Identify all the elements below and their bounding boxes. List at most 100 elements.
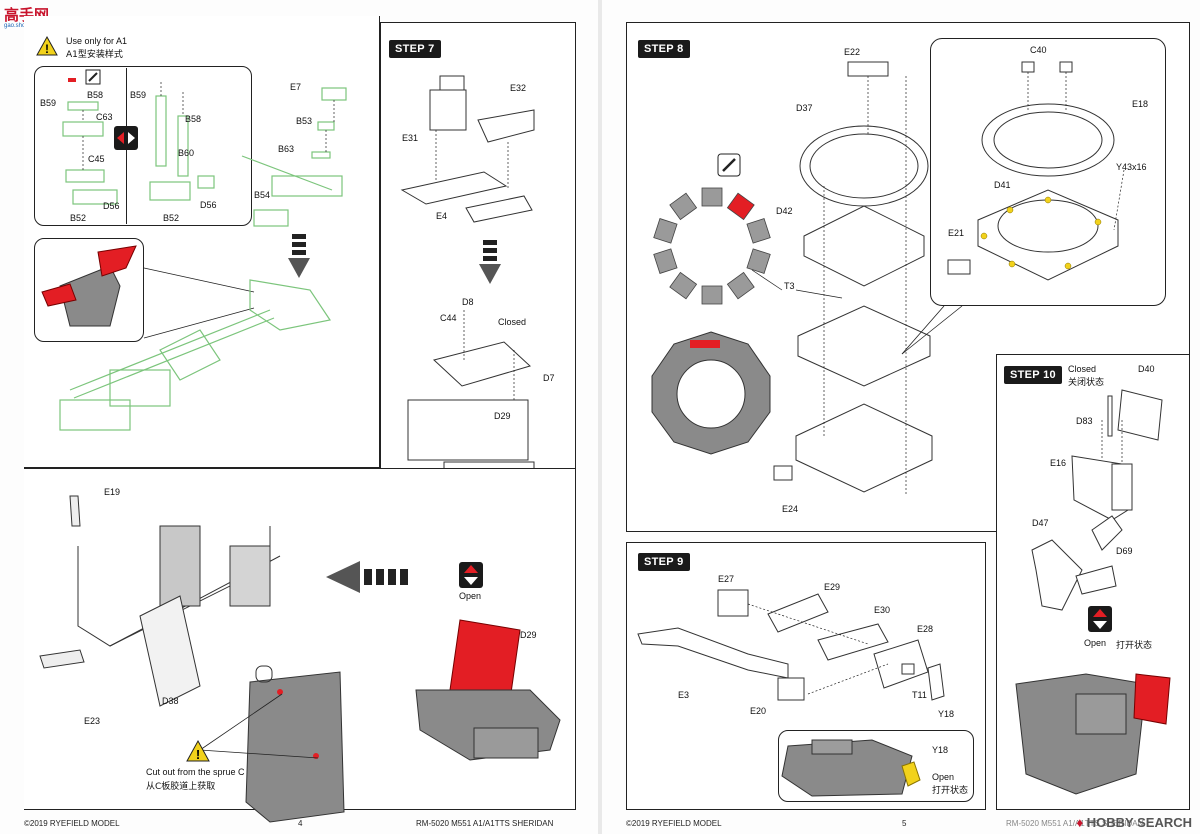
watermark-logo: ♦ HOBBY SEARCH <box>1076 815 1192 830</box>
part-label: B59 <box>40 98 57 108</box>
step10-parts-drawing <box>1031 389 1163 611</box>
step9-tag: STEP 9 <box>638 553 690 571</box>
part-label: Y18 <box>938 709 955 719</box>
part-label: D29 <box>520 630 537 640</box>
part-label: E21 <box>948 228 965 238</box>
part-label: C40 <box>1030 45 1047 55</box>
part-label: B53 <box>296 116 313 126</box>
part-label: E24 <box>782 504 799 514</box>
down-arrow-icon <box>479 240 501 284</box>
warning-icon: ! <box>186 739 210 762</box>
right-instruction-page: STEP 8 <box>602 0 1200 834</box>
part-label: E19 <box>104 487 121 497</box>
part-label: D40 <box>1138 364 1155 374</box>
step10-open-drawing <box>1015 673 1171 795</box>
open-label-cn: 打开状态 <box>1116 641 1153 651</box>
part-label: D47 <box>1032 518 1049 528</box>
part-label: D69 <box>1116 546 1133 556</box>
footer-page-number: 4 <box>298 819 303 828</box>
part-label: D38 <box>162 696 179 706</box>
down-arrow-icon <box>288 234 310 278</box>
part-label: E3 <box>678 690 690 700</box>
part-label: E22 <box>844 47 861 57</box>
open-state-icon <box>1088 606 1112 632</box>
part-label: B54 <box>254 190 271 200</box>
part-label: E18 <box>1132 99 1149 109</box>
part-label: B58 <box>87 90 104 100</box>
part-label: Closed <box>498 317 527 327</box>
closeup-part-drawing <box>41 245 137 327</box>
part-label: E23 <box>84 716 101 726</box>
gun-assembly-drawing <box>241 87 347 227</box>
small-part-drawing <box>773 465 793 481</box>
part-label: D7 <box>543 373 555 383</box>
svg-text:!: ! <box>45 42 49 56</box>
left-arrow-icon <box>326 561 408 593</box>
open-label: Open <box>1084 638 1107 648</box>
left-instruction-page: 高手网 gao.shou.com ! Use only for A1 A1型安装… <box>0 0 598 834</box>
part-label: E20 <box>750 706 767 716</box>
svg-text:!: ! <box>196 747 200 762</box>
cut-note-line1: Cut out from the sprue C <box>146 767 245 777</box>
part-label: D41 <box>994 180 1011 190</box>
warning-icon: ! <box>36 35 58 56</box>
callout-pointer <box>143 267 255 339</box>
part-label: T11 <box>912 690 927 700</box>
step10-tag: STEP 10 <box>1004 366 1062 384</box>
ring-stack-drawing <box>795 61 933 496</box>
detail-callout-pointer <box>901 305 963 355</box>
cut-note-line2: 从C板胶道上获取 <box>146 782 216 792</box>
footer-copyright: ©2019 RYEFIELD MODEL <box>24 819 120 828</box>
turret-ring-detail-drawing <box>947 61 1125 281</box>
subassembly-parts-drawing <box>62 78 215 205</box>
open-label: Open <box>459 591 482 601</box>
cage-drawing <box>39 495 281 707</box>
swap-arrows-icon <box>114 126 138 150</box>
part-label: D83 <box>1076 416 1093 426</box>
ring-blocks-drawing <box>653 187 771 305</box>
open-d29-drawing <box>415 619 561 761</box>
part-label: B52 <box>163 213 180 223</box>
part-label: D29 <box>494 411 511 421</box>
a1-note-line1: Use only for A1 <box>66 36 128 46</box>
part-label: C44 <box>440 313 457 323</box>
part-label: E29 <box>824 582 841 592</box>
inset-open-label-cn: 打开状态 <box>932 786 969 796</box>
a1-subassembly-frame <box>34 66 252 226</box>
part-label: D56 <box>200 200 217 210</box>
part-label: Y43x16 <box>1116 162 1147 172</box>
step7-tag: STEP 7 <box>389 40 441 58</box>
part-label: D42 <box>776 206 793 216</box>
closed-label-cn: 关闭状态 <box>1068 378 1105 388</box>
part-label: B59 <box>130 90 147 100</box>
footer-page-number: 5 <box>902 819 907 828</box>
plate-part-drawing <box>245 665 345 823</box>
turret-ring-gray-drawing <box>651 331 771 455</box>
inset-open-label: Open <box>932 772 955 782</box>
part-label: E27 <box>718 574 735 584</box>
step9-parts-drawing <box>637 589 945 701</box>
footer-copyright: ©2019 RYEFIELD MODEL <box>626 819 722 828</box>
part-label: D56 <box>103 201 120 211</box>
footer-product: RM-5020 M551 A1/A1TTS SHERIDAN <box>416 819 554 828</box>
a1-note-line2: A1型安装样式 <box>66 50 123 60</box>
part-label: B60 <box>178 148 195 158</box>
part-label: E32 <box>510 83 527 93</box>
part-label: T3 <box>784 281 795 291</box>
closed-label: Closed <box>1068 364 1097 374</box>
cut-note-pointer <box>199 693 319 759</box>
part-label: C63 <box>96 112 113 122</box>
part-label: E4 <box>436 211 448 221</box>
part-label: C45 <box>88 154 105 164</box>
gun-mount-drawing <box>59 279 331 431</box>
step9-inset-drawing <box>781 739 921 797</box>
part-label: E31 <box>402 133 419 143</box>
part-label: D8 <box>462 297 474 307</box>
step8-tag: STEP 8 <box>638 40 690 58</box>
open-state-icon <box>459 562 483 588</box>
part-label: B52 <box>70 213 87 223</box>
part-label: E16 <box>1050 458 1067 468</box>
t3-pointer-lines <box>751 269 843 299</box>
footer-product: RM-5020 M551 A1/A1TTS SHERIDAN <box>1006 819 1144 828</box>
part-label: B63 <box>278 144 295 154</box>
